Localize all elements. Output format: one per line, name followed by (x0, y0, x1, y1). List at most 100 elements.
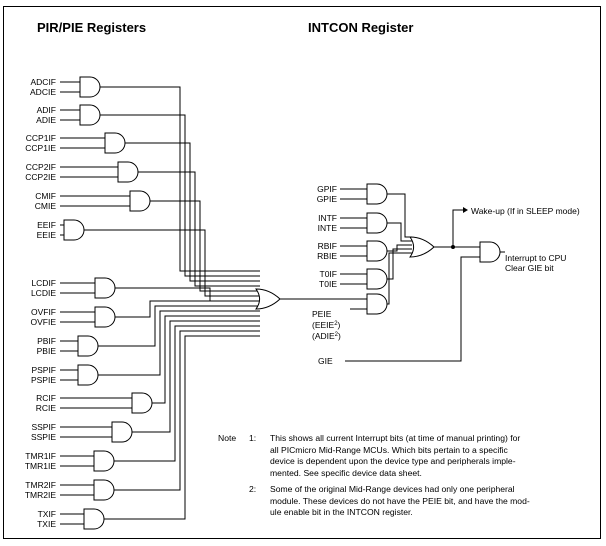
enable-label-cmie: CMIE (35, 201, 57, 211)
enable-label-lcdie: LCDIE (31, 288, 56, 298)
and-gate-rbif (366, 240, 388, 262)
flag-label-rbif: RBIF (318, 241, 337, 251)
intcon-or-gate (409, 236, 435, 258)
enable-label-inte: INTE (318, 223, 338, 233)
bus-wire (115, 300, 260, 318)
bus-wire (115, 287, 260, 302)
flag-label-ccp1if: CCP1IF (26, 133, 56, 143)
note-2-line: Some of the original Mid-Range devices h… (270, 484, 515, 494)
bus-wire (98, 310, 260, 376)
enable-label-ovfie: OVFIE (30, 317, 56, 327)
enable-label-adie: ADIE (36, 115, 56, 125)
note-1-line: all PICmicro Mid-Range MCUs. Which bits … (270, 444, 508, 455)
and-gate-peie (366, 293, 388, 315)
intcon-bus-wire (387, 193, 412, 238)
note-label: Note (218, 433, 237, 443)
flag-label-pspif: PSPIF (31, 365, 56, 375)
flag-label-t0if: T0IF (320, 269, 337, 279)
bus-wire (152, 315, 260, 404)
flag-label-ccp2if: CCP2IF (26, 162, 56, 172)
note-2-line: ule enable bit in the INTCON register. (270, 507, 413, 518)
flag-label-ovfif: OVFIF (31, 307, 56, 317)
flag-label-sspif: SSPIF (31, 422, 56, 432)
and-gate-adif (79, 104, 101, 126)
enable-label-rcie: RCIE (36, 403, 57, 413)
enable-label-ccp1ie: CCP1IE (25, 143, 56, 153)
flag-label-eeif: EEIF (37, 220, 56, 230)
intcon-bus-wire (387, 248, 412, 280)
flag-label-rcif: RCIF (36, 393, 56, 403)
interrupt-label-line2: Clear GIE bit (505, 263, 554, 273)
and-gate-txif (83, 508, 105, 530)
peripheral-or-gate (255, 288, 281, 310)
enable-label-eeie: EEIE (37, 230, 57, 240)
flag-label-tmr1if: TMR1IF (25, 451, 56, 461)
diagram-frame (3, 6, 601, 539)
interrupt-label-line1: Interrupt to CPU (505, 253, 566, 263)
enable-label-gpie: GPIE (317, 194, 338, 204)
enable-label-adcie: ADCIE (30, 87, 56, 97)
peie-gate-output-wire (387, 252, 412, 305)
and-gate-eeif (63, 219, 85, 241)
wakeup-arrow (463, 207, 468, 213)
peie-note-adie: (ADIE2) (312, 331, 341, 341)
enable-label-ccp2ie: CCP2IE (25, 172, 56, 182)
enable-label-pspie: PSPIE (31, 375, 56, 385)
flag-label-intf: INTF (318, 213, 337, 223)
bus-wire (84, 229, 260, 297)
enable-label-tmr2ie: TMR2IE (25, 490, 57, 500)
and-gate-tmr1if (93, 450, 115, 472)
note-1-line: This shows all current Interrupt bits (a… (270, 433, 521, 443)
peie-label: PEIE (312, 309, 332, 319)
and-gate-rcif (131, 392, 153, 414)
bus-wire (100, 86, 260, 272)
enable-label-sspie: SSPIE (31, 432, 56, 442)
intcon-header: INTCON Register (308, 20, 413, 35)
note-2-number: 2: (249, 484, 257, 494)
flag-label-lcdif: LCDIF (31, 278, 56, 288)
and-gate-intf (366, 212, 388, 234)
and-gate-ccp2if (117, 161, 139, 183)
and-gate-lcdif (94, 277, 116, 299)
gie-label: GIE (318, 356, 333, 366)
and-gate-tmr2if (93, 479, 115, 501)
flag-label-cmif: CMIF (35, 191, 56, 201)
flag-label-pbif: PBIF (37, 336, 56, 346)
and-gate-cmif (129, 190, 151, 212)
and-gate-sspif (111, 421, 133, 443)
enable-label-rbie: RBIE (317, 251, 337, 261)
note-2-text: Some of the original Mid-Range devices h… (270, 484, 530, 519)
enable-label-txie: TXIE (37, 519, 56, 529)
and-gate-t0if (366, 268, 388, 290)
flag-label-gpif: GPIF (317, 184, 337, 194)
bus-wire (150, 200, 260, 292)
and-gate-gpif (366, 183, 388, 205)
and-gate-final (479, 241, 501, 263)
bus-wire (138, 171, 260, 287)
flag-label-adcif: ADCIF (31, 77, 57, 87)
note-1-text: This shows all current Interrupt bits (a… (270, 433, 520, 479)
enable-label-t0ie: T0IE (319, 279, 337, 289)
bus-wire (98, 305, 260, 347)
and-gate-ccp1if (104, 132, 126, 154)
gie-wire (345, 256, 480, 362)
intcon-bus-wire (387, 244, 412, 252)
enable-label-tmr1ie: TMR1IE (25, 461, 57, 471)
and-gate-adcif (79, 76, 101, 98)
note-2-line: module. These devices do not have the PE… (270, 495, 530, 506)
flag-label-txif: TXIF (38, 509, 56, 519)
wakeup-label: Wake-up (If in SLEEP mode) (471, 206, 580, 216)
and-gate-pbif (77, 335, 99, 357)
enable-label-pbie: PBIE (37, 346, 57, 356)
and-gate-ovfif (94, 306, 116, 328)
bus-wire (125, 142, 260, 282)
bus-wire (100, 114, 260, 277)
wakeup-wire (452, 209, 463, 247)
and-gate-pspif (77, 364, 99, 386)
bus-wire (114, 325, 260, 462)
note-1-number: 1: (249, 433, 257, 443)
bus-wire (104, 335, 260, 520)
intcon-bus-wire (387, 222, 412, 242)
note-1-line: device is dependent upon the device type… (270, 456, 516, 467)
